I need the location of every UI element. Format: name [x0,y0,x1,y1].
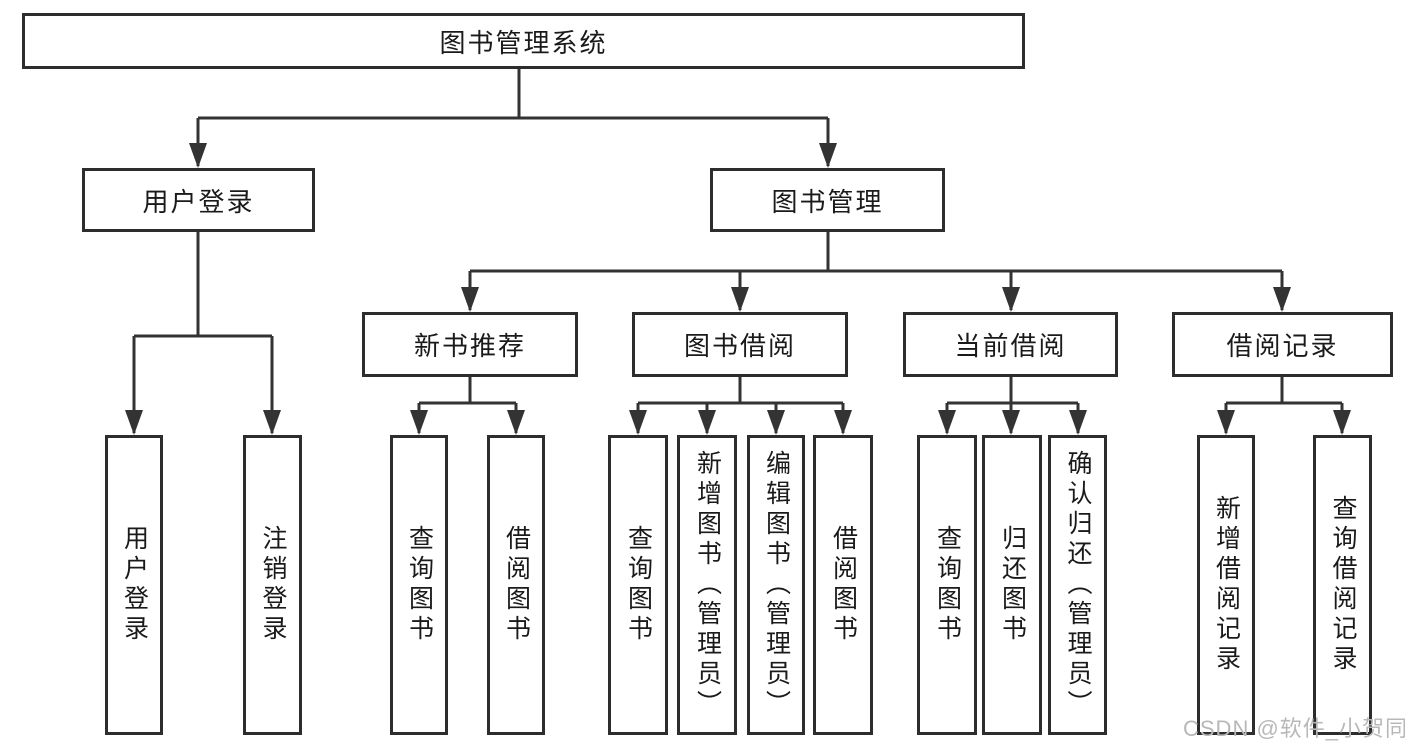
leaf-record-query: 查询借阅记录 [1313,435,1372,735]
branch-book-borrow [636,377,845,433]
branch-borrow-record [1224,377,1344,433]
branch-root [196,66,830,166]
leaf-current-query: 查询图书 [917,435,977,735]
node-book-borrow-label: 图书借阅 [683,331,796,361]
leaf-logout: 注销登录 [243,435,302,735]
arrowheads [125,143,1351,435]
leaf-record-query-label: 查询借阅记录 [1329,495,1357,675]
node-root-label: 图书管理系统 [439,27,608,58]
node-book-mgmt: 图书管理 [710,168,945,232]
node-borrow-record-label: 借阅记录 [1226,331,1339,361]
leaf-current-confirm: 确认归还（管理员） [1048,435,1107,735]
leaf-record-add: 新增借阅记录 [1197,435,1255,735]
node-book-mgmt-label: 图书管理 [771,186,884,217]
branch-new-book [417,377,518,433]
leaf-borrow-edit-label: 编辑图书（管理员） [762,450,791,720]
leaf-borrow-add: 新增图书（管理员） [677,435,737,735]
leaf-current-confirm-label: 确认归还（管理员） [1064,450,1092,720]
node-book-borrow: 图书借阅 [632,312,848,377]
node-current-borrow-label: 当前借阅 [954,331,1067,361]
leaf-current-return-label: 归还图书 [998,525,1027,645]
leaf-user-login-label: 用户登录 [120,525,149,645]
branch-book-mgmt [468,232,1284,310]
leaf-newbook-query: 查询图书 [390,435,448,735]
leaf-current-return: 归还图书 [982,435,1042,735]
leaf-borrow-query: 查询图书 [608,435,668,735]
leaf-newbook-borrow-label: 借阅图书 [502,525,531,645]
node-root: 图书管理系统 [22,13,1025,69]
node-new-book-rec: 新书推荐 [362,312,578,377]
leaf-newbook-borrow: 借阅图书 [487,435,545,735]
leaf-current-query-label: 查询图书 [933,525,962,645]
leaf-logout-label: 注销登录 [259,525,287,645]
node-borrow-record: 借阅记录 [1172,312,1393,377]
leaf-borrow-edit: 编辑图书（管理员） [747,435,805,735]
watermark: CSDN @软件_小贺同学 [1183,716,1405,741]
leaf-newbook-query-label: 查询图书 [405,525,434,645]
leaf-user-login: 用户登录 [105,435,163,735]
node-user-login: 用户登录 [82,168,315,232]
leaf-borrow-add-label: 新增图书（管理员） [693,450,722,720]
leaf-borrow-borrow: 借阅图书 [813,435,873,735]
leaf-borrow-query-label: 查询图书 [624,525,653,645]
branch-user-login [132,232,274,433]
node-new-book-rec-label: 新书推荐 [413,331,526,361]
leaf-borrow-borrow-label: 借阅图书 [829,525,858,645]
leaf-record-add-label: 新增借阅记录 [1212,495,1241,675]
node-current-borrow: 当前借阅 [903,312,1118,377]
node-user-login-label: 用户登录 [142,186,255,217]
